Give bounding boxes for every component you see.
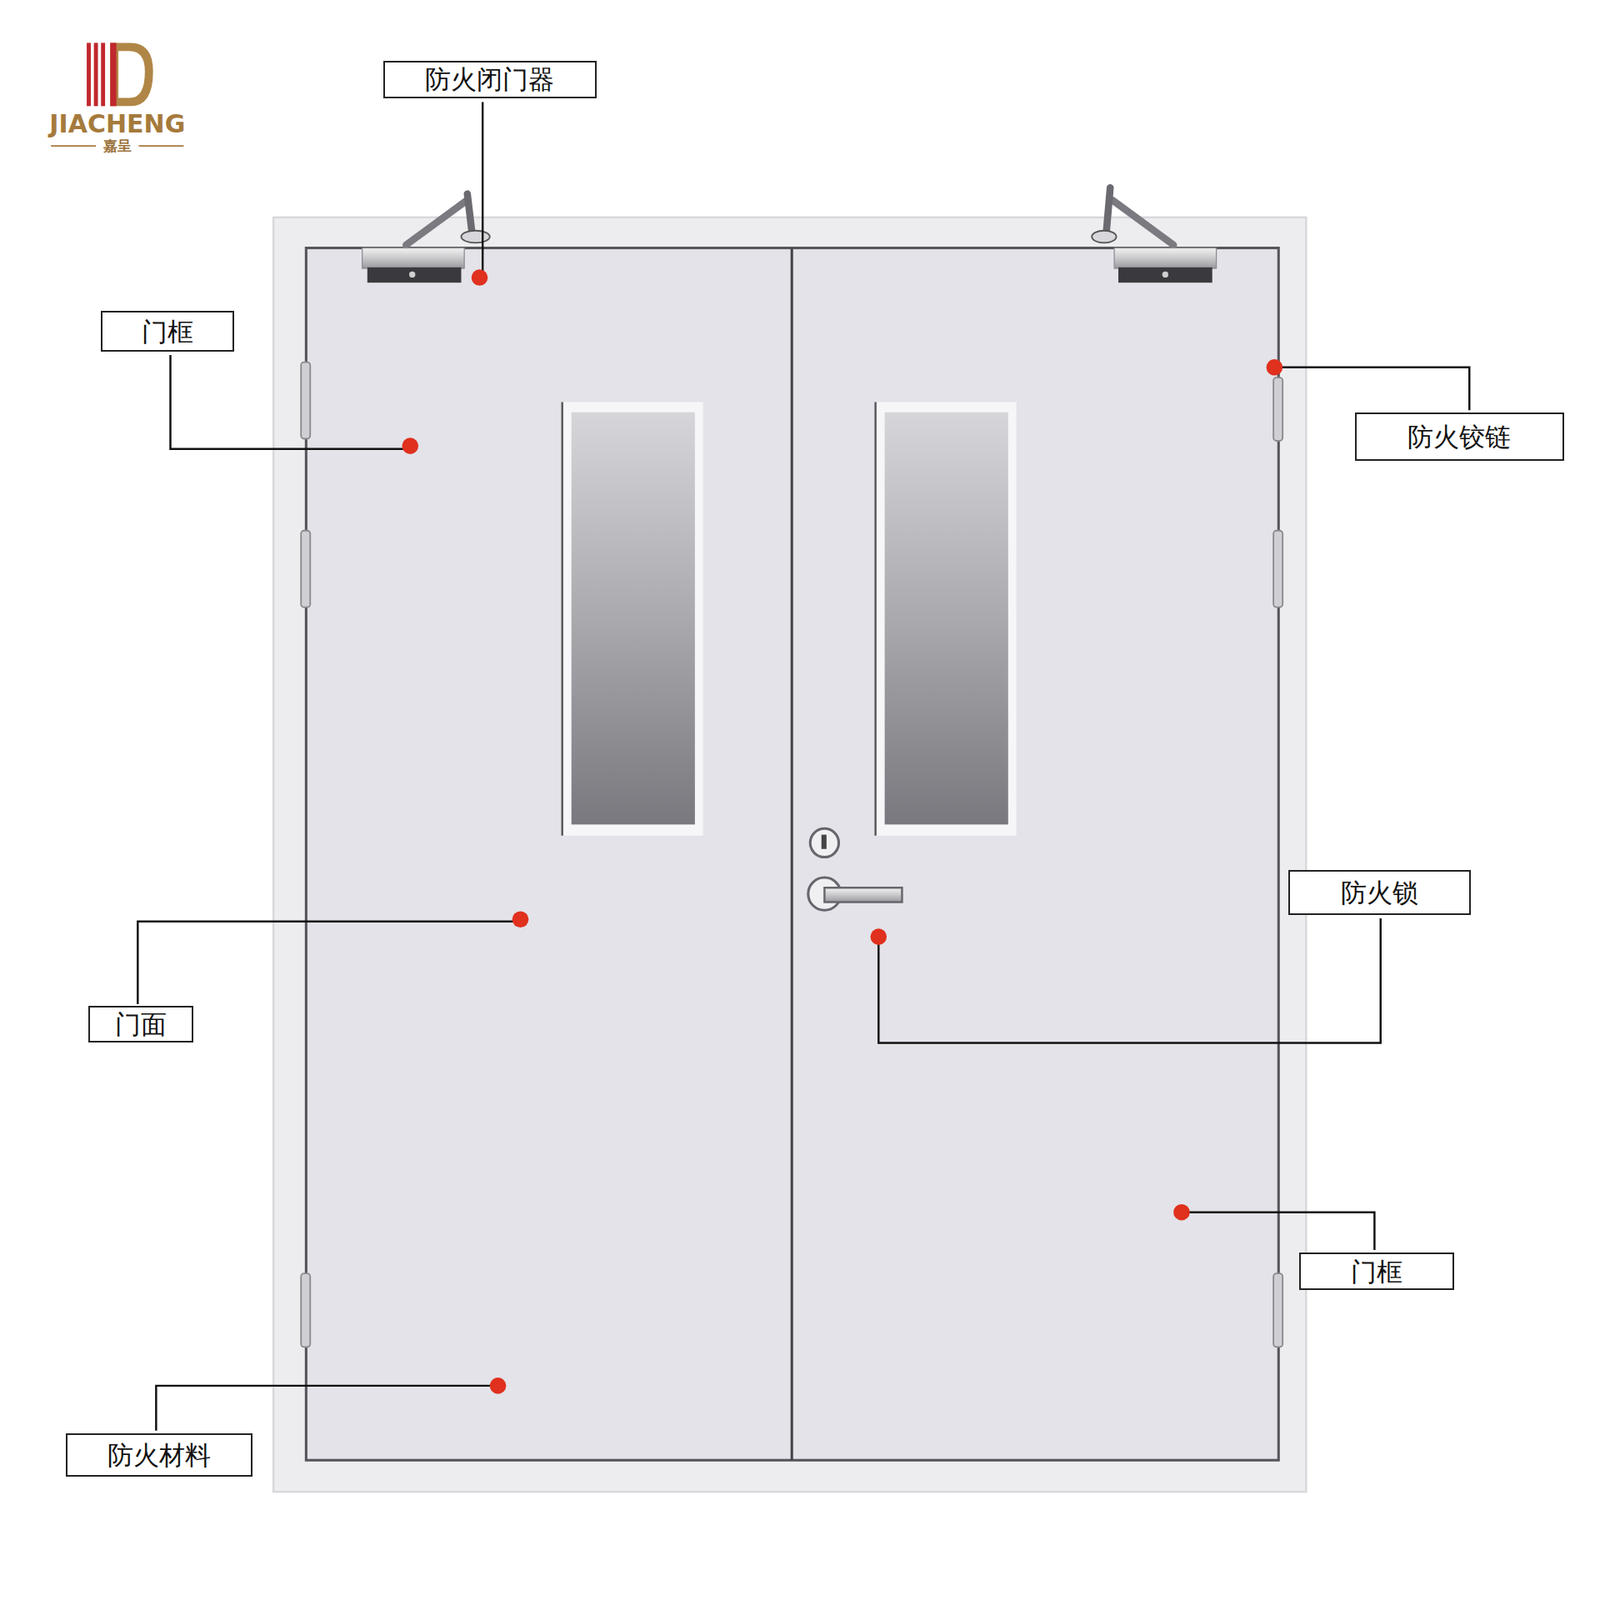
hinge: [300, 530, 310, 608]
callout-dot: [401, 437, 419, 455]
brand-name: JIACHENG: [49, 111, 185, 137]
fire-lock: [808, 828, 903, 910]
closer-arm: [1105, 187, 1110, 235]
logo-stripe: [86, 42, 91, 106]
callout-box: 防火闭门器: [383, 60, 597, 99]
window-edge: [560, 401, 563, 835]
logo-letter-d: [110, 42, 153, 106]
logo-stripe: [100, 42, 105, 106]
callout-dot: [870, 928, 887, 945]
callout-box: 防火材料: [65, 1433, 253, 1476]
logo-rule: [50, 145, 96, 147]
door-outer-frame: [273, 217, 1306, 1492]
leader-line: [481, 101, 484, 271]
leader-lines: [137, 101, 1470, 1430]
door-window: [560, 401, 703, 835]
callout-label: 防火闭门器: [425, 65, 555, 94]
lock-keyhole: [821, 835, 827, 850]
door-window: [874, 401, 1016, 835]
callout-box: 防火锁: [1288, 870, 1471, 915]
callout-dot: [1173, 1204, 1190, 1221]
callout-dot: [490, 1377, 507, 1395]
callout-dot: [512, 910, 530, 928]
door-center-seam: [790, 248, 794, 1461]
closer-screw: [409, 271, 415, 278]
callout-box: 门面: [88, 1005, 194, 1043]
leader-line: [1280, 367, 1470, 410]
hinge: [1273, 530, 1283, 608]
hinge: [300, 1273, 310, 1347]
door-closer: [362, 194, 490, 284]
leader-line: [155, 1385, 492, 1431]
callout-dot: [1266, 359, 1284, 376]
callout-box: 门框: [100, 310, 235, 352]
door-closer: [1091, 187, 1216, 283]
callout-label: 门框: [1350, 1257, 1403, 1286]
closer-arm: [1112, 200, 1174, 245]
callout-dots: [401, 269, 1283, 1394]
hinge: [300, 362, 310, 440]
closer-arm: [405, 200, 467, 245]
hinge: [1273, 377, 1283, 441]
closer-body: [1118, 267, 1213, 283]
callout-box: 防火铰链: [1355, 412, 1565, 461]
hinge-set: [300, 362, 1283, 1348]
callout-label: 防火材料: [107, 1440, 211, 1470]
window-frame: [560, 401, 703, 835]
leader-line: [878, 918, 1380, 1043]
callout-label: 防火锁: [1340, 878, 1419, 907]
leader-line: [170, 355, 404, 450]
logo-rule: [139, 145, 185, 147]
logo-stripe: [94, 42, 99, 106]
closer-body: [1114, 248, 1216, 269]
callout-label: 门框: [141, 317, 194, 346]
callout-label: 门面: [115, 1010, 167, 1039]
callout-box: 门框: [1299, 1252, 1455, 1290]
closer-pivot: [1091, 230, 1116, 244]
closer-body: [367, 267, 462, 283]
closer-screw: [1162, 271, 1169, 278]
closer-body: [362, 248, 465, 269]
lever-handle: [824, 887, 902, 902]
callout-dot: [471, 269, 489, 286]
leader-line: [137, 921, 515, 1005]
hinge: [1273, 1273, 1283, 1347]
leader-line: [1187, 1212, 1375, 1250]
callout-label: 防火铰链: [1407, 422, 1511, 451]
window-frame: [874, 401, 1016, 835]
lock-cylinder: [810, 828, 839, 857]
window-glass: [885, 412, 1009, 825]
window-glass: [571, 412, 695, 825]
door-leaves: [305, 248, 1279, 1461]
brand-name-cn: 嘉呈: [103, 139, 132, 154]
logo-stripe: [110, 42, 116, 106]
window-edge: [874, 401, 876, 835]
closer-pivot: [460, 230, 490, 244]
